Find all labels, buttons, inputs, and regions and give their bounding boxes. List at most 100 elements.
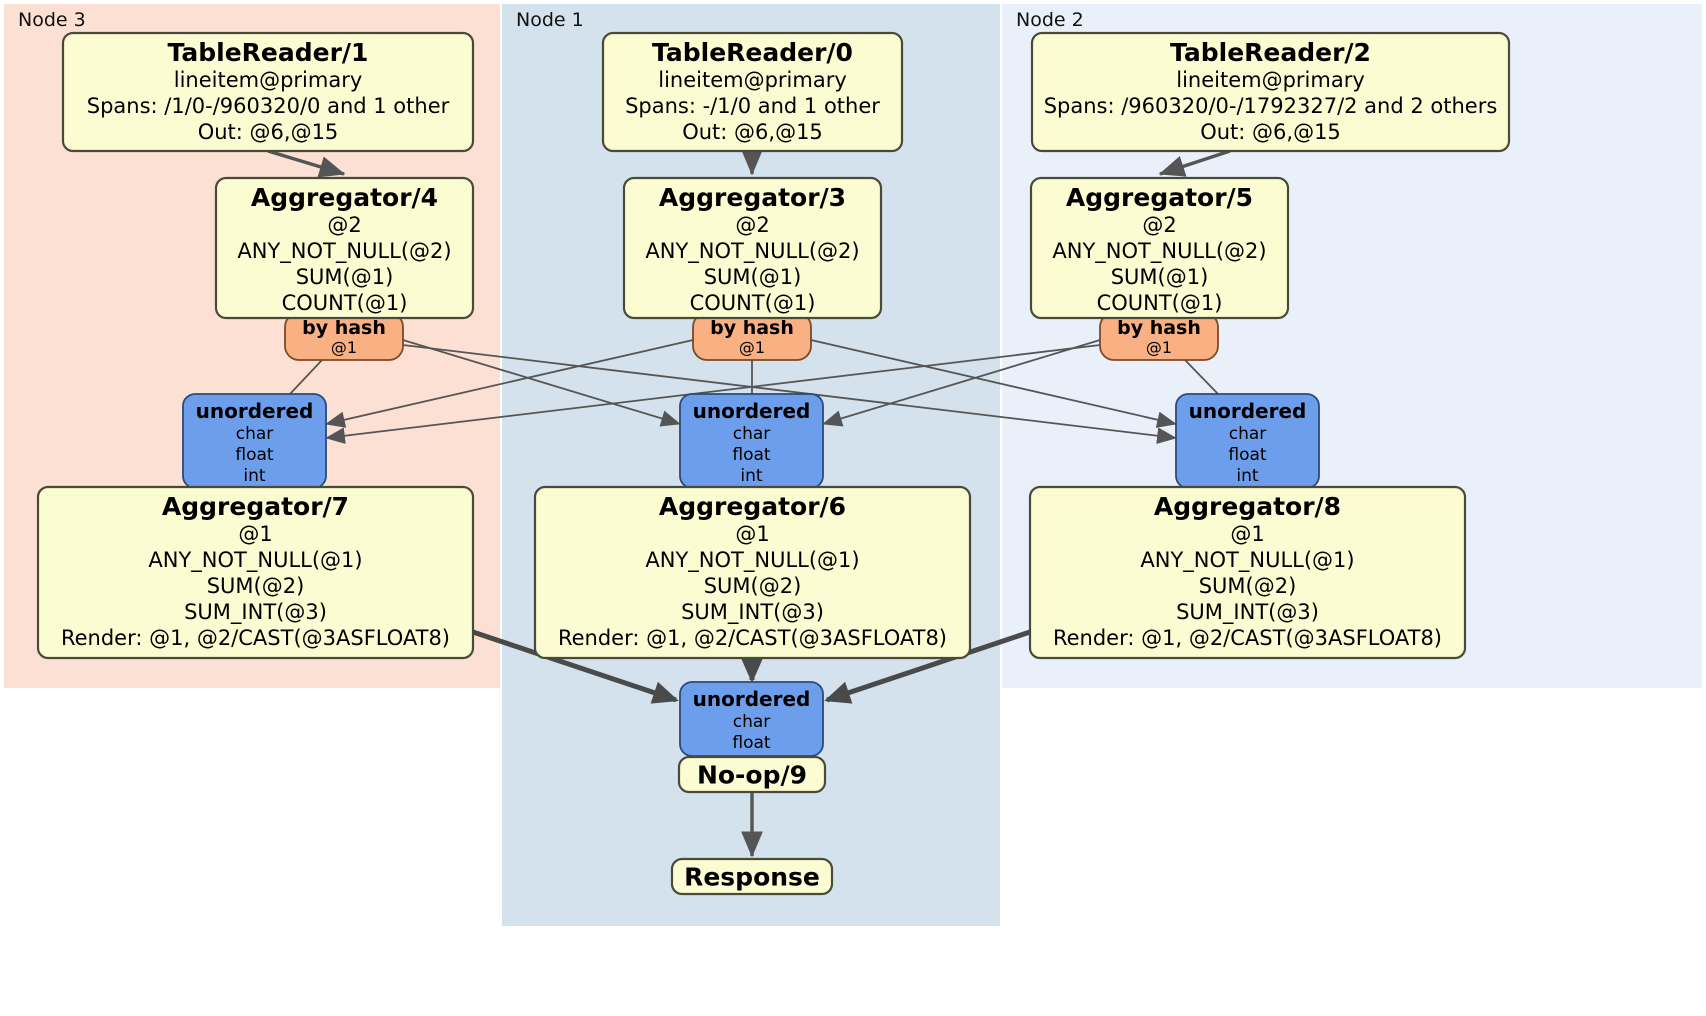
panel-label: Node 3 (18, 9, 86, 31)
processor-line: @1 (238, 522, 272, 546)
processor-line: ANY_NOT_NULL(@1) (148, 548, 362, 573)
processor-line: SUM_INT(@3) (184, 600, 327, 625)
router-line: @1 (739, 338, 765, 357)
processor-line: Spans: -/1/0 and 1 other (625, 94, 880, 118)
processor-line: @2 (327, 213, 361, 237)
processor-title: Aggregator/7 (162, 492, 349, 521)
processor-line: SUM_INT(@3) (681, 600, 824, 625)
edges (267, 149, 1231, 858)
processor-line: Spans: /1/0-/960320/0 and 1 other (87, 94, 450, 118)
edge-hash4-unord7 (289, 359, 323, 395)
edge-hash5-unord6 (822, 339, 1101, 427)
processor-line: Spans: /960320/0-/1792327/2 and 2 others (1044, 94, 1498, 118)
processor-aggregator-7[interactable]: Aggregator/7@1ANY_NOT_NULL(@1)SUM(@2)SUM… (36, 485, 475, 660)
processor-response[interactable]: Response (670, 857, 834, 896)
processor-aggregator-5[interactable]: Aggregator/5@2ANY_NOT_NULL(@2)SUM(@1)COU… (1029, 176, 1290, 320)
edge-hash3-unord7 (325, 339, 694, 428)
processor-title: TableReader/0 (652, 38, 853, 67)
router-by-hash-3[interactable]: by hash@1 (692, 312, 812, 361)
processor-title: Aggregator/8 (1154, 492, 1341, 521)
router-title: by hash (710, 317, 794, 339)
synchronizer-line: char (733, 712, 771, 732)
processor-title: Aggregator/5 (1066, 183, 1253, 212)
synchronizer-title: unordered (693, 687, 811, 711)
router-line: @1 (1146, 338, 1172, 357)
processor-line: ANY_NOT_NULL(@2) (237, 239, 451, 264)
processor-line: SUM(@2) (207, 574, 305, 598)
processor-line: SUM(@1) (704, 265, 802, 289)
processor-line: COUNT(@1) (1097, 291, 1223, 315)
processor-line: SUM(@2) (1199, 574, 1297, 598)
processor-line: SUM_INT(@3) (1176, 600, 1319, 625)
processor-title: Aggregator/4 (251, 183, 438, 212)
processor-line: @2 (1142, 213, 1176, 237)
processor-box[interactable] (601, 31, 904, 153)
edge-agg8-unord9 (824, 629, 1031, 704)
edge-hash3-unord8 (810, 339, 1177, 428)
processor-line: ANY_NOT_NULL(@1) (1140, 548, 1354, 573)
synchronizer-title: unordered (693, 399, 811, 423)
synchronizer-line: int (243, 466, 265, 486)
plan-nodes: unorderedcharfloatintunorderedcharfloati… (36, 31, 1511, 896)
processor-line: Render: @1, @2/CAST(@3ASFLOAT8) (1053, 626, 1442, 650)
router-by-hash-4[interactable]: by hash@1 (284, 312, 404, 361)
processor-box[interactable] (533, 485, 972, 660)
processor-box[interactable] (670, 857, 834, 896)
processor-box[interactable] (36, 485, 475, 660)
synchronizer-line: char (733, 424, 771, 444)
processor-box[interactable] (61, 31, 475, 153)
processor-title: Response (684, 863, 820, 892)
processor-line: ANY_NOT_NULL(@2) (1052, 239, 1266, 264)
processor-aggregator-4[interactable]: Aggregator/4@2ANY_NOT_NULL(@2)SUM(@1)COU… (214, 176, 475, 320)
edge-agg7-unord9 (472, 629, 679, 704)
synchronizer-title: unordered (196, 399, 314, 423)
processor-title: Aggregator/3 (659, 183, 846, 212)
processor-line: ANY_NOT_NULL(@2) (645, 239, 859, 264)
router-line: @1 (331, 338, 357, 357)
edge-hash5-unord7 (325, 344, 1101, 444)
processor-box[interactable] (677, 755, 827, 794)
processor-line: Out: @6,@15 (1200, 120, 1341, 144)
edge-hash4-unord6 (402, 339, 681, 427)
processor-line: Render: @1, @2/CAST(@3ASFLOAT8) (61, 626, 450, 650)
processor-line: @1 (1230, 522, 1264, 546)
processor-aggregator-3[interactable]: Aggregator/3@2ANY_NOT_NULL(@2)SUM(@1)COU… (622, 176, 883, 320)
synchronizer-line: int (1236, 466, 1258, 486)
processor-title: No-op/9 (697, 761, 807, 790)
edge-tr2-agg5 (1158, 149, 1231, 177)
processor-line: Out: @6,@15 (682, 120, 823, 144)
synchronizer-line: float (235, 445, 274, 465)
synchronizer-line: float (732, 445, 771, 465)
synchronizer-title: unordered (1189, 399, 1307, 423)
processor-line: @1 (735, 522, 769, 546)
processor-line: lineitem@primary (658, 68, 847, 92)
processor-box[interactable] (1028, 485, 1467, 660)
edge-tr1-agg4 (267, 149, 346, 178)
edge-hash5-unord8 (1184, 359, 1219, 395)
processor-line: SUM(@1) (1111, 265, 1209, 289)
router-title: by hash (302, 317, 386, 339)
router-by-hash-5[interactable]: by hash@1 (1099, 312, 1219, 361)
processor-line: lineitem@primary (1176, 68, 1365, 92)
processor-box[interactable] (1029, 176, 1290, 320)
processor-box[interactable] (622, 176, 883, 320)
processor-no-op-9[interactable]: No-op/9 (677, 755, 827, 794)
processor-line: lineitem@primary (174, 68, 363, 92)
synchronizer-line: int (740, 466, 762, 486)
processor-line: ANY_NOT_NULL(@1) (645, 548, 859, 573)
processor-box[interactable] (214, 176, 475, 320)
processor-aggregator-6[interactable]: Aggregator/6@1ANY_NOT_NULL(@1)SUM(@2)SUM… (533, 485, 972, 660)
panel-label: Node 1 (516, 9, 584, 31)
processor-box[interactable] (1030, 31, 1511, 153)
panel-label: Node 2 (1016, 9, 1084, 31)
synchronizer-line: float (1228, 445, 1267, 465)
processor-aggregator-8[interactable]: Aggregator/8@1ANY_NOT_NULL(@1)SUM(@2)SUM… (1028, 485, 1467, 660)
